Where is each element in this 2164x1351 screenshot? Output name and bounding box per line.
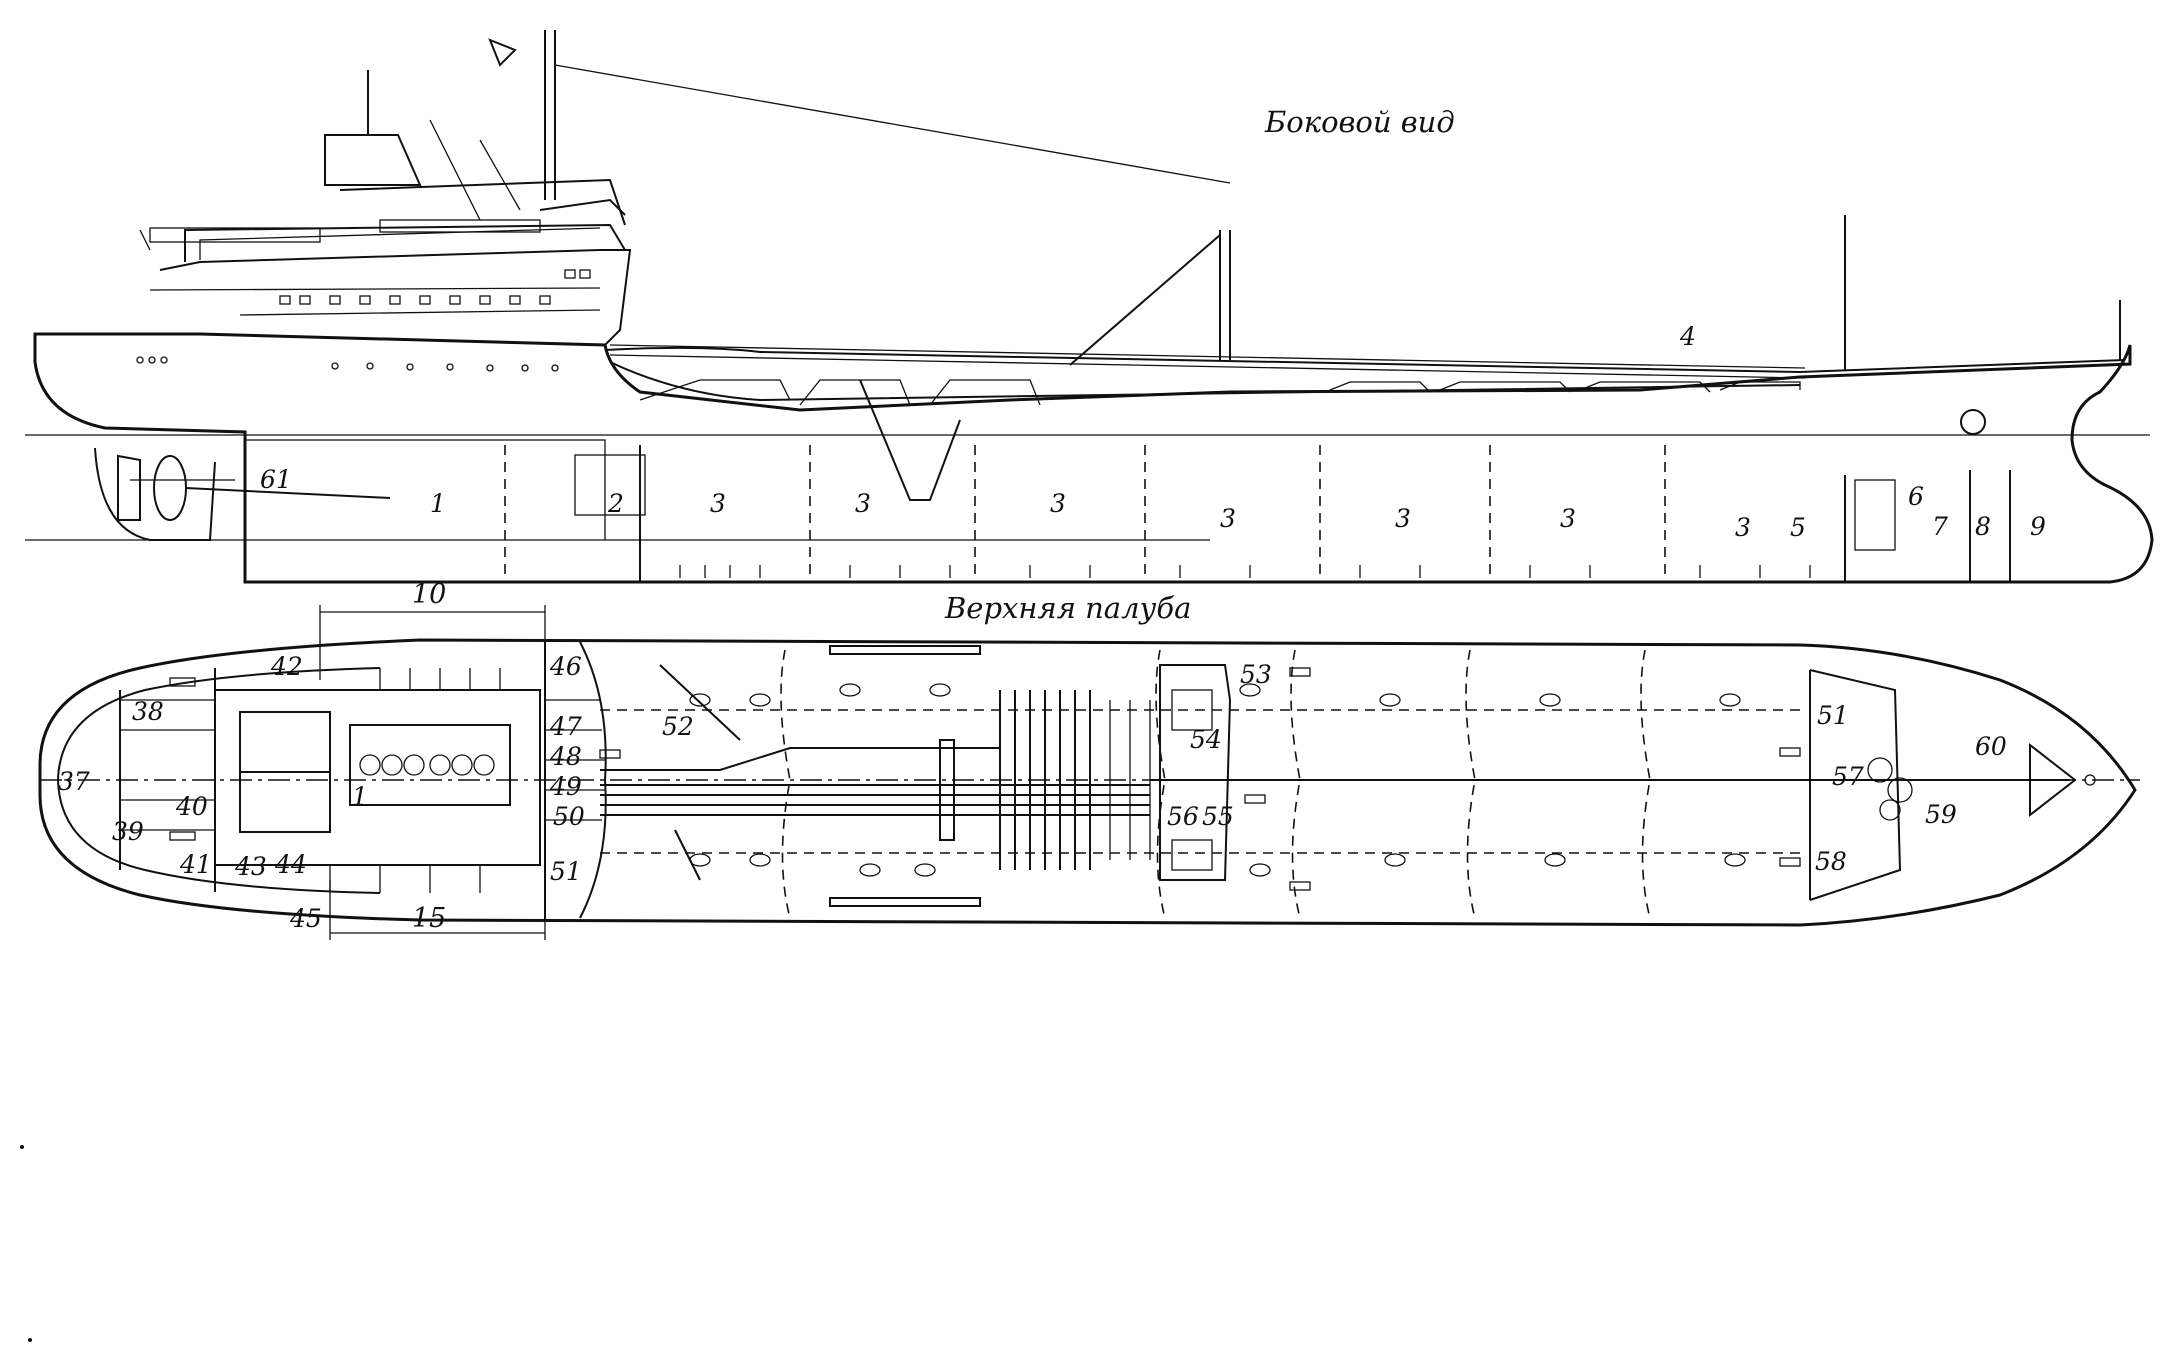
forward-structures: [1159, 664, 2096, 901]
propeller: [153, 455, 187, 521]
label-38: 38: [132, 697, 164, 726]
tank-arches: [639, 379, 1801, 501]
label-3-tank-2: 3: [855, 489, 871, 518]
label-41: 41: [179, 850, 212, 879]
upper-deck-plan: Верхняя палуба 10 15: [38, 579, 2140, 940]
label-42: 42: [270, 652, 303, 681]
label-60: 60: [1975, 732, 2007, 761]
pump-room: [574, 454, 646, 516]
side-view: Боковой вид: [25, 30, 2154, 584]
portholes: [136, 269, 591, 372]
label-4: 4: [1679, 322, 1696, 351]
label-48: 48: [549, 742, 582, 771]
label-47: 47: [549, 712, 582, 741]
tank-hatches: [689, 683, 1746, 877]
label-51-fore: 51: [1817, 701, 1849, 730]
main-deck-line: [604, 346, 2126, 374]
upper-deck-title: Верхняя палуба: [944, 591, 1191, 625]
label-3-tank-1: 3: [710, 489, 726, 518]
stern-outline: [94, 447, 216, 541]
label-54: 54: [1190, 725, 1222, 754]
fore-compartment: [1854, 479, 1896, 551]
label-51-aft: 51: [550, 857, 582, 886]
engine-casing: [349, 724, 511, 806]
speck: [28, 1338, 32, 1342]
label-3-tank-3: 3: [1050, 489, 1066, 518]
label-7: 7: [1932, 512, 1948, 541]
lower-deck-line: [609, 361, 1801, 402]
label-50: 50: [553, 802, 585, 831]
forecastle-triangle: [2029, 742, 2077, 818]
label-55: 55: [1202, 802, 1234, 831]
label-52: 52: [662, 712, 694, 741]
label-59: 59: [1925, 800, 1957, 829]
label-3-tank-4: 3: [1220, 504, 1236, 533]
label-53: 53: [1240, 660, 1272, 689]
superstructure: [149, 134, 632, 347]
label-43: 43: [234, 852, 267, 881]
cargo-tank-bulkheads-side: [504, 445, 2011, 582]
deck-fittings: [169, 667, 1801, 891]
label-46: 46: [549, 652, 582, 681]
label-5: 5: [1790, 513, 1806, 542]
label-58: 58: [1815, 847, 1847, 876]
label-3-tank-7: 3: [1735, 513, 1751, 542]
engine-room-outline: [245, 439, 606, 540]
anchor-hawse: [1960, 409, 1986, 435]
label-1-deck: 1: [352, 782, 368, 811]
label-3-tank-6: 3: [1560, 504, 1576, 533]
label-6: 6: [1908, 482, 1924, 511]
dimension-top-value: 10: [412, 579, 446, 610]
label-57: 57: [1832, 762, 1864, 791]
dimension-top: 10: [319, 579, 546, 680]
side-view-title: Боковой вид: [1264, 105, 1455, 139]
label-37: 37: [58, 767, 90, 796]
dimension-bottom: 15: [329, 880, 546, 940]
label-8: 8: [1975, 512, 1991, 541]
label-1: 1: [430, 489, 446, 518]
speck: [20, 1145, 24, 1149]
catwalk: [609, 344, 1806, 369]
propeller-shaft: [185, 487, 391, 499]
label-40: 40: [175, 792, 208, 821]
label-49: 49: [549, 772, 582, 801]
bottom-frame-ticks: [679, 565, 1811, 578]
label-9: 9: [2030, 512, 2046, 541]
cargo-piping: [600, 645, 2070, 907]
funnel: [324, 134, 422, 186]
label-39: 39: [112, 817, 144, 846]
label-44: 44: [274, 850, 307, 879]
label-45: 45: [289, 904, 322, 933]
label-3-tank-5: 3: [1395, 504, 1411, 533]
label-2: 2: [607, 489, 624, 518]
masts-and-rigging: [139, 30, 2121, 370]
rudder: [117, 454, 141, 521]
accommodation-block: [119, 640, 607, 920]
label-56: 56: [1167, 802, 1199, 831]
label-61: 61: [260, 465, 292, 494]
deck-outline: [38, 638, 2137, 927]
flag: [488, 38, 517, 67]
